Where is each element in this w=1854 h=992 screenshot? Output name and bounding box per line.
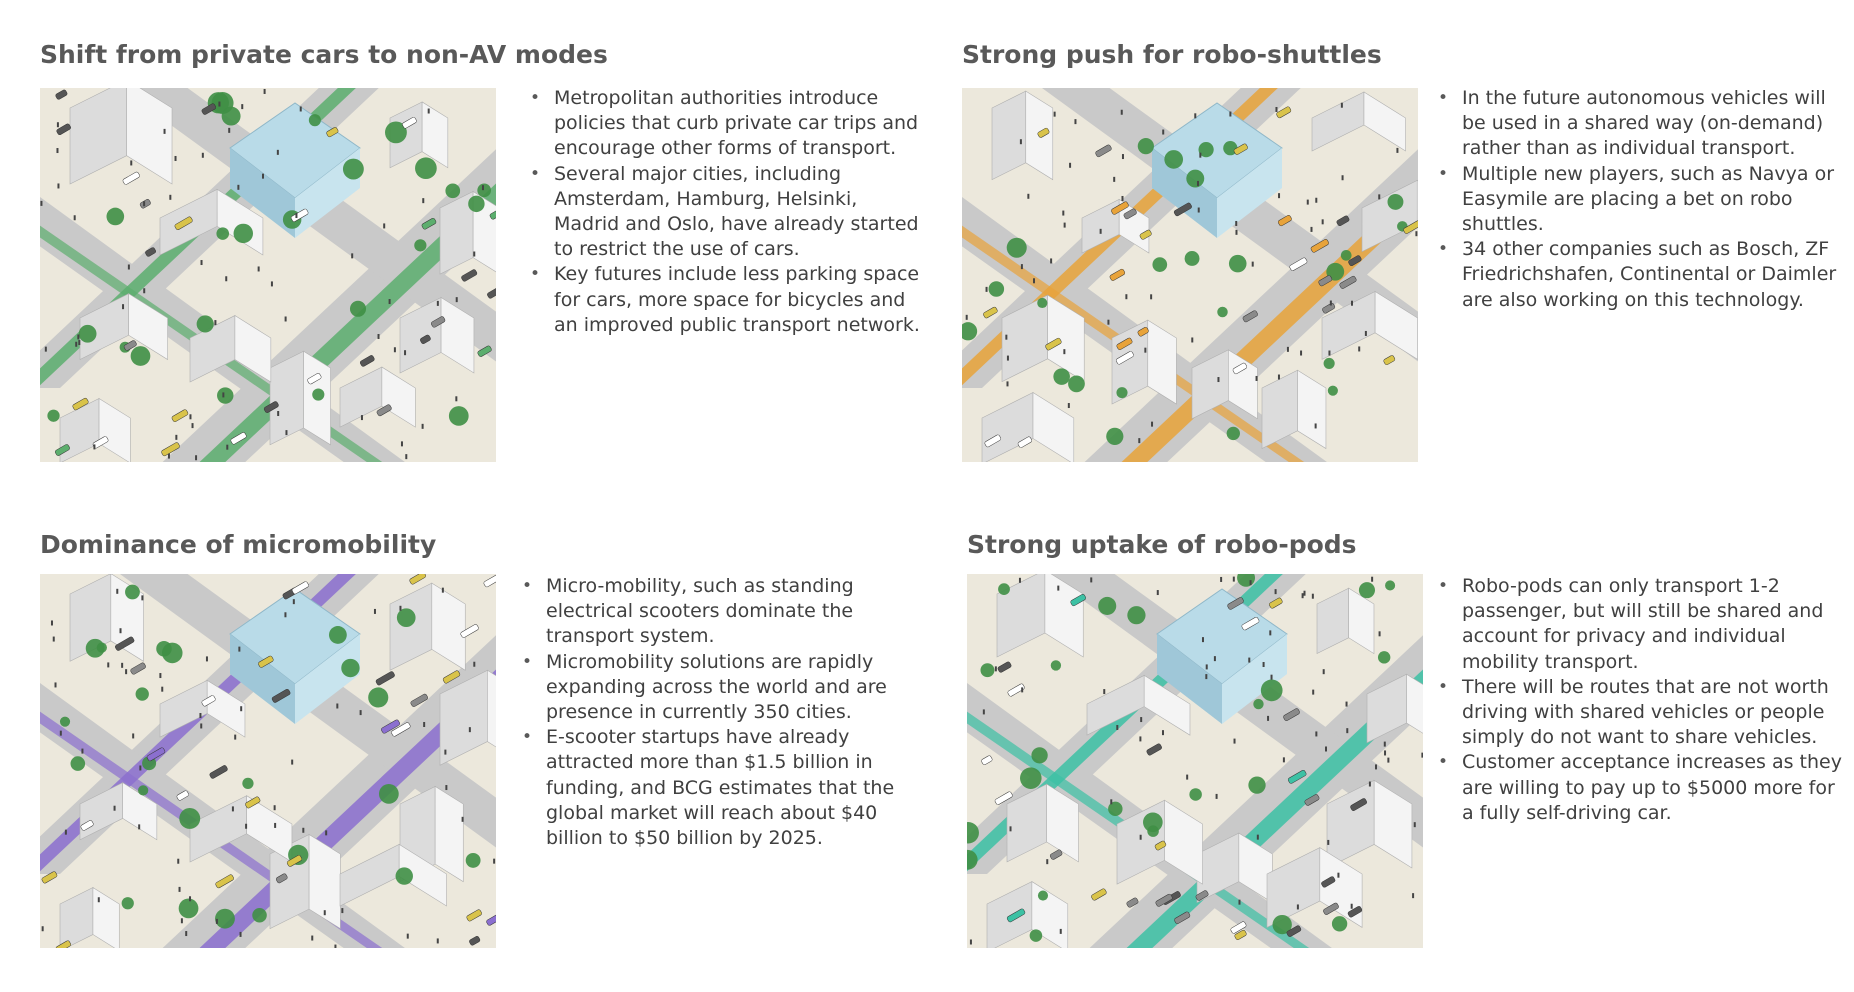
city-illustration-green — [40, 88, 496, 462]
city-scene-svg — [967, 574, 1423, 948]
bullet-item: Multiple new players, such as Navya or E… — [1436, 162, 1846, 238]
scenario-title: Shift from private cars to non-AV modes — [40, 40, 608, 69]
bullet-list: Micro-mobility, such as standing electri… — [520, 574, 930, 851]
bullet-list: In the future autonomous vehicles will b… — [1436, 86, 1846, 313]
bullet-list: Robo-pods can only transport 1-2 passeng… — [1436, 574, 1846, 826]
city-scene-svg — [40, 88, 496, 462]
bullet-item: There will be routes that are not worth … — [1436, 675, 1846, 751]
bullet-item: E-scooter startups have already attracte… — [520, 725, 930, 851]
city-scene-svg — [962, 88, 1418, 462]
bullet-item: Customer acceptance increases as they ar… — [1436, 750, 1846, 826]
scenario-title: Strong uptake of robo-pods — [967, 530, 1357, 559]
city-illustration-purple — [40, 574, 496, 948]
bullet-item: Micro-mobility, such as standing electri… — [520, 574, 930, 650]
bullet-item: Key futures include less parking space f… — [528, 262, 928, 338]
city-scene-svg — [40, 574, 496, 948]
bullet-item: Metropolitan authorities introduce polic… — [528, 86, 928, 162]
scenario-title: Dominance of micromobility — [40, 530, 437, 559]
scenario-title: Strong push for robo-shuttles — [962, 40, 1382, 69]
bullet-item: Several major cities, including Amsterda… — [528, 162, 928, 263]
city-illustration-teal — [967, 574, 1423, 948]
bullet-item: Robo-pods can only transport 1-2 passeng… — [1436, 574, 1846, 675]
city-illustration-orange — [962, 88, 1418, 462]
bullet-list: Metropolitan authorities introduce polic… — [528, 86, 928, 338]
bullet-item: Micromobility solutions are rapidly expa… — [520, 650, 930, 726]
bullet-item: 34 other companies such as Bosch, ZF Fri… — [1436, 237, 1846, 313]
bullet-item: In the future autonomous vehicles will b… — [1436, 86, 1846, 162]
